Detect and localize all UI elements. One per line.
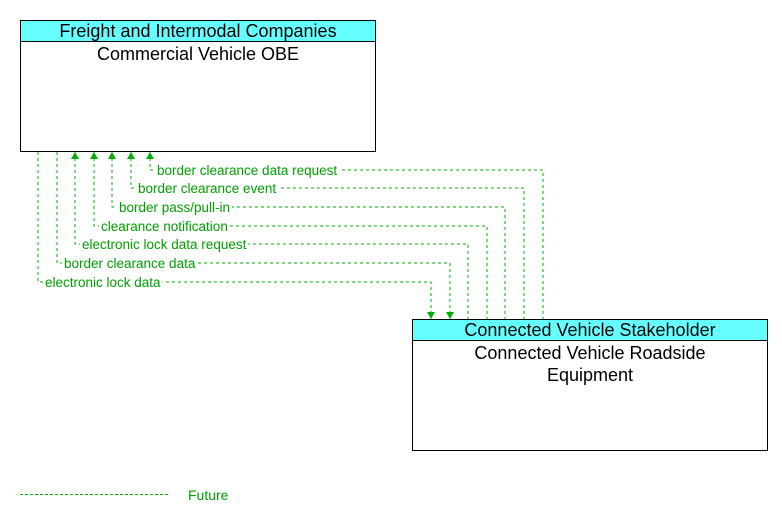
rse-title: Connected Vehicle Roadside Equipment (413, 341, 767, 386)
obe-title: Commercial Vehicle OBE (96, 44, 300, 64)
flow-label: electronic lock data request (82, 237, 247, 252)
flow-border-clearance-event[interactable]: border clearance event (127, 152, 525, 319)
flow-electronic-lock-data[interactable]: electronic lock data (37, 152, 435, 319)
flow-border-clearance-data[interactable]: border clearance data (56, 152, 454, 319)
flow-line (74, 152, 469, 319)
flow-line (111, 152, 506, 319)
flow-label-bg (155, 162, 340, 178)
flow-label-bg (136, 180, 279, 196)
arrow-head-icon (146, 152, 154, 159)
flow-label-bg (43, 274, 163, 290)
flow-label-bg (99, 218, 230, 234)
flow-electronic-lock-data-request[interactable]: electronic lock data request (71, 152, 469, 319)
arrow-head-icon (108, 152, 116, 159)
flows-layer: border clearance data request border clea… (37, 152, 544, 319)
commercial-vehicle-obe-box[interactable]: Freight and Intermodal Companies Commerc… (20, 20, 376, 152)
connected-vehicle-roadside-equipment-box[interactable]: Connected Vehicle Stakeholder Connected … (412, 319, 768, 451)
arrow-head-icon (446, 312, 454, 319)
flow-label: border clearance data (64, 256, 196, 271)
flow-label-bg (80, 236, 249, 252)
flow-label-bg (117, 199, 233, 215)
obe-stakeholder-header: Freight and Intermodal Companies (21, 21, 375, 42)
rse-stakeholder-header: Connected Vehicle Stakeholder (413, 320, 767, 341)
flow-label: electronic lock data (45, 275, 161, 290)
arrow-head-icon (427, 312, 435, 319)
rse-title-line-2: Equipment (546, 365, 634, 385)
flow-line (149, 152, 544, 319)
arrow-head-icon (90, 152, 98, 159)
flow-label-bg (62, 255, 198, 271)
flow-border-clearance-data-request[interactable]: border clearance data request (146, 152, 544, 319)
flow-line (37, 152, 432, 319)
flow-label: clearance notification (101, 219, 228, 234)
flow-line (56, 152, 451, 319)
flow-line (93, 152, 488, 319)
flow-label: border pass/pull-in (119, 200, 230, 215)
rse-title-line-1: Connected Vehicle Roadside (474, 343, 706, 363)
flow-label: border clearance event (138, 181, 276, 196)
flow-label: border clearance data request (157, 163, 337, 178)
flow-line (130, 152, 525, 319)
legend-future-label: Future (188, 487, 229, 503)
arrow-head-icon (71, 152, 79, 159)
flow-border-pass-pull-in[interactable]: border pass/pull-in (108, 152, 506, 319)
flow-clearance-notification[interactable]: clearance notification (90, 152, 488, 319)
legend-future-line (20, 494, 168, 495)
arrow-head-icon (127, 152, 135, 159)
